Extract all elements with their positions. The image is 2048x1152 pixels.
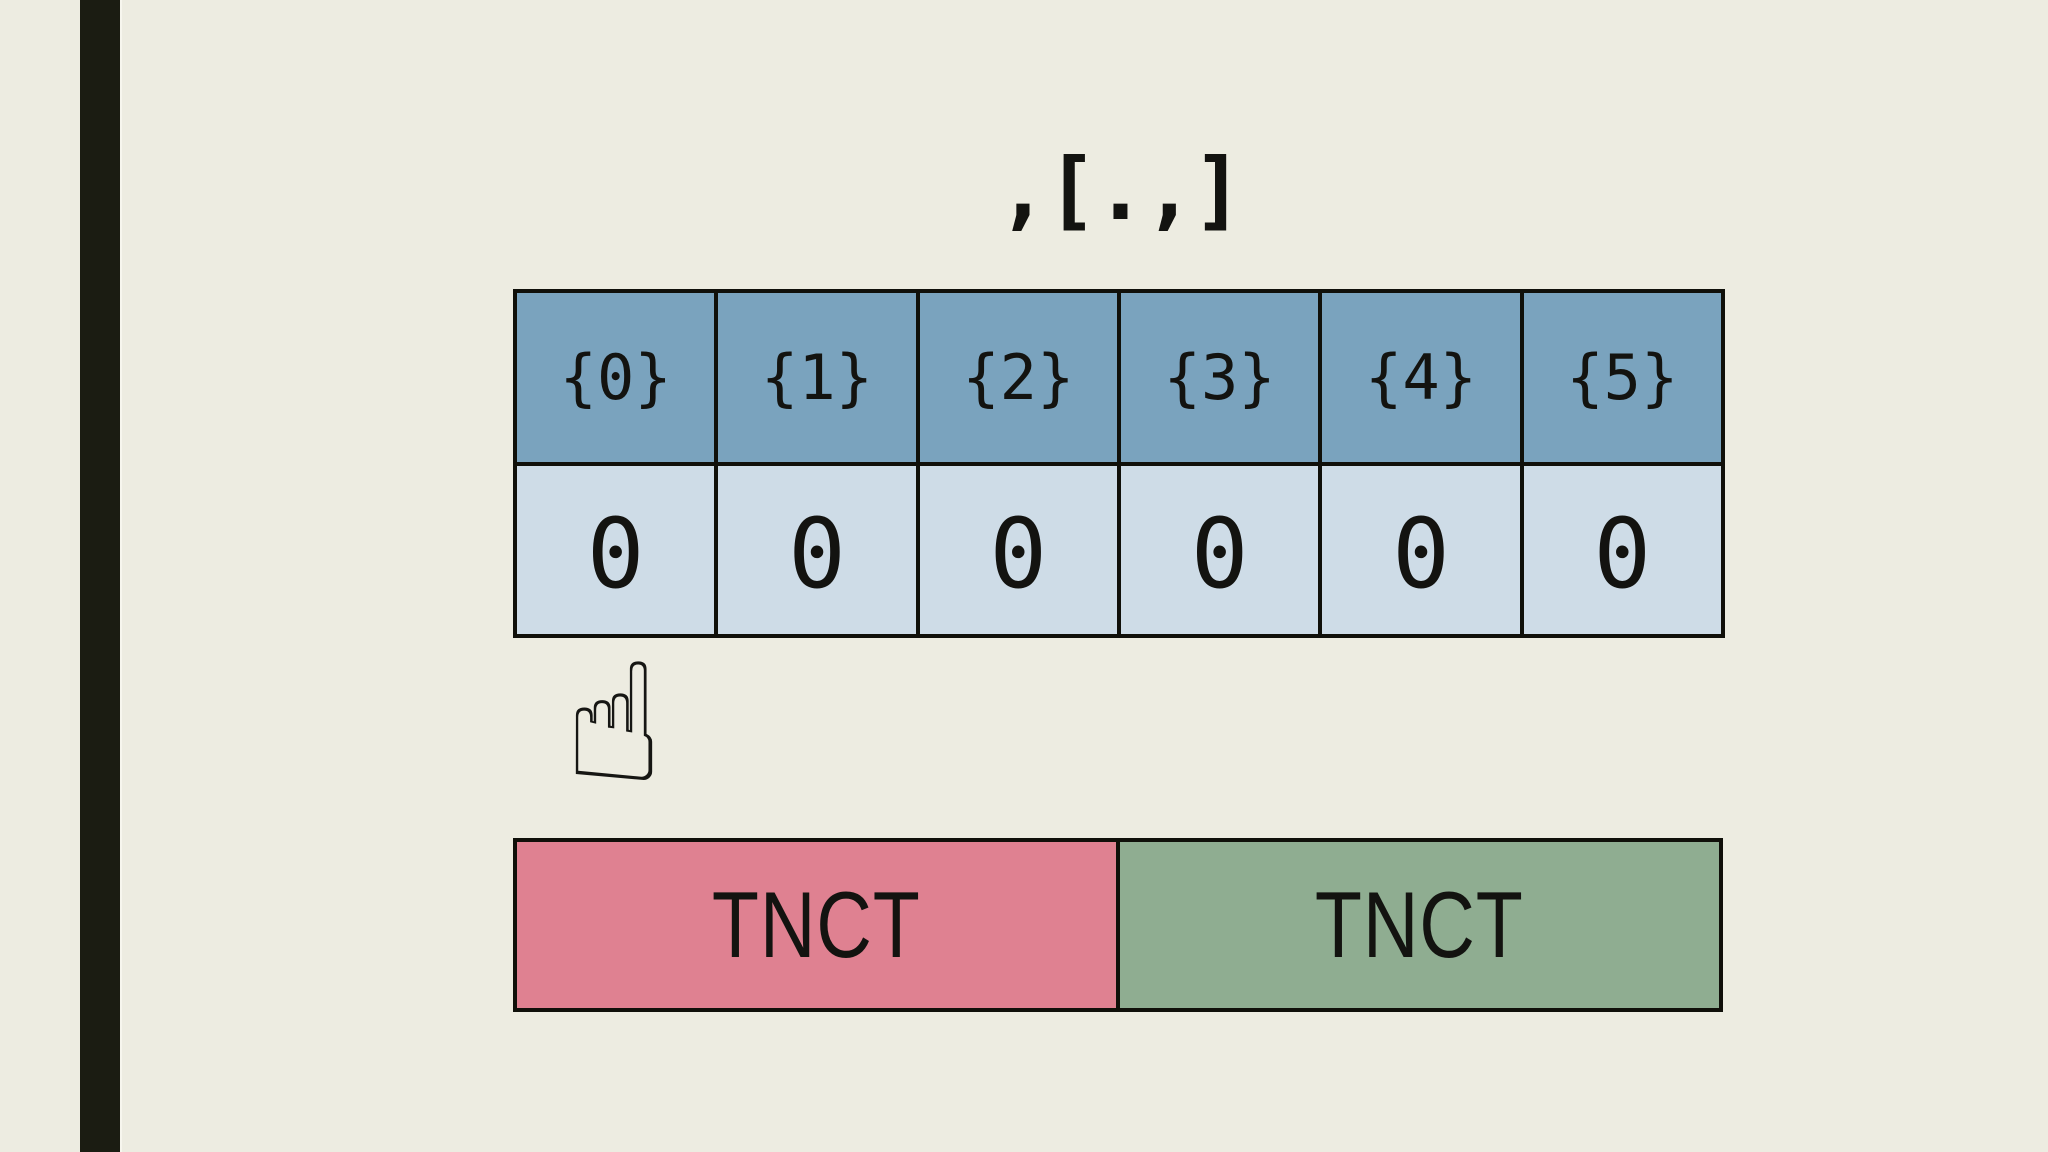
tape-cell-value-2: 0 xyxy=(917,463,1119,636)
tnct-action-bar: TNCT TNCT xyxy=(513,838,1723,1012)
tape-cell-header-3: {3} xyxy=(1118,291,1321,464)
tape-cell-header-1: {1} xyxy=(716,291,918,464)
tnct-button-green[interactable]: TNCT xyxy=(1118,840,1721,1010)
tape-cell-value-5: 0 xyxy=(1521,463,1723,636)
tape-cell-value-4: 0 xyxy=(1320,463,1522,636)
left-edge-bar xyxy=(80,0,122,1152)
tape-cell-header-0: {0} xyxy=(515,291,717,464)
tape-cell-header-5: {5} xyxy=(1521,291,1723,464)
tape-cell-value-0: 0 xyxy=(515,463,717,636)
tape-cell-value-1: 0 xyxy=(716,463,918,636)
program-code: ,[.,] xyxy=(997,140,1244,240)
pointer-hand-icon: ☝ xyxy=(564,628,664,819)
memory-tape: {0} {1} {2} {3} {4} {5} 0 0 0 0 0 0 xyxy=(513,289,1725,638)
tape-cell-value-3: 0 xyxy=(1118,463,1321,636)
tape-cell-header-2: {2} xyxy=(917,291,1119,464)
tnct-button-green-label: TNCT xyxy=(1315,872,1524,977)
tnct-button-red[interactable]: TNCT xyxy=(515,840,1118,1010)
tnct-button-red-label: TNCT xyxy=(712,872,921,977)
tape-cell-header-4: {4} xyxy=(1320,291,1522,464)
